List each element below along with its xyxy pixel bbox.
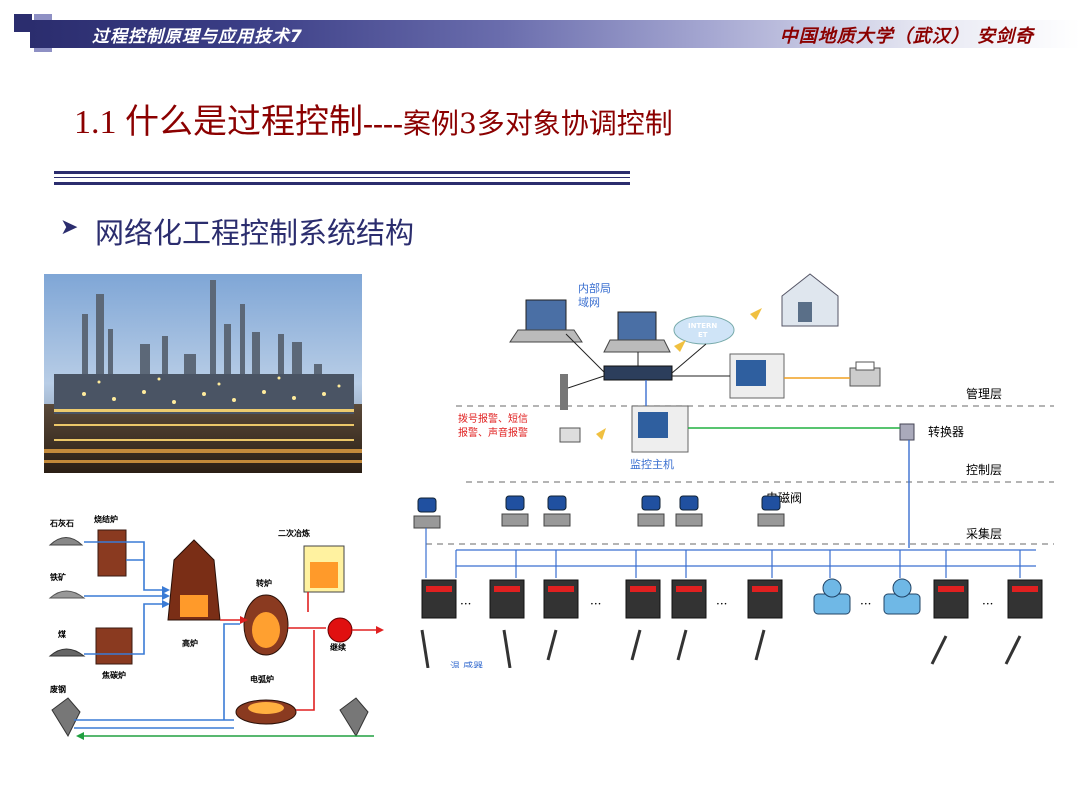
network-switch-icon xyxy=(603,365,673,381)
title-rule xyxy=(54,177,630,178)
control-layer-label: 控制层 xyxy=(966,463,1002,477)
monitor-host-icon xyxy=(631,405,689,453)
sinter-furnace-icon xyxy=(97,529,127,577)
laptop-icon xyxy=(603,311,671,353)
svg-text:ET: ET xyxy=(698,331,708,339)
limestone-pile-icon xyxy=(48,537,84,546)
bullet-arrow-icon: ➤ xyxy=(60,215,79,240)
house-icon xyxy=(781,273,839,327)
steel-process-diagram: .pl { font-family:"DejaVu Sans", sans-se… xyxy=(48,514,384,740)
monitor-host-label: 监控主机 xyxy=(630,457,674,471)
alarm-label-line2: 报警、声音报警 xyxy=(458,426,528,439)
printer-icon xyxy=(849,361,881,387)
continuous-casting-icon xyxy=(327,617,353,643)
coke-oven-icon xyxy=(95,627,133,665)
svg-text:INTERN: INTERN xyxy=(688,322,717,330)
converter-icon xyxy=(899,423,915,441)
title-number: 1.1 xyxy=(74,104,125,141)
iron-ore-label: 铁矿 xyxy=(50,572,66,582)
network-control-diagram: .nl { font-family:"DejaVu Serif", serif;… xyxy=(413,273,1054,668)
limestone-label: 石灰石 xyxy=(49,518,74,528)
lightning-icon xyxy=(596,428,606,440)
converter-label: 转炉 xyxy=(256,578,272,588)
sensor-cut-label: 温 感器 xyxy=(450,660,483,668)
lightning-icon xyxy=(674,340,686,352)
title-rule xyxy=(54,182,630,185)
lan-label-line2: 域网 xyxy=(578,296,600,309)
sinter-label: 烧结炉 xyxy=(94,514,118,524)
refinery-photo xyxy=(44,274,362,473)
scrap-icon xyxy=(339,697,369,738)
acquisition-layer-label: 采集层 xyxy=(966,526,1002,541)
ellipsis: ··· xyxy=(860,597,871,611)
coal-label: 煤 xyxy=(58,629,66,639)
scrap-label: 废钢 xyxy=(50,684,66,694)
scrap-icon xyxy=(51,697,81,738)
iron-ore-pile-icon xyxy=(48,590,86,599)
alarm-label-line1: 拨号报警、短信 xyxy=(458,412,528,425)
internet-cloud-icon: INTERN ET xyxy=(673,315,735,345)
author-affiliation: 中国地质大学（武汉） 安剑奇 xyxy=(779,26,1034,47)
secondary-refining-label: 二次冶炼 xyxy=(278,528,310,538)
course-title: 过程控制原理与应用技术7 xyxy=(92,27,303,47)
lightning-icon xyxy=(750,308,762,320)
ellipsis: ··· xyxy=(716,597,727,611)
title-rule xyxy=(54,171,630,174)
converter-label: 转换器 xyxy=(928,424,964,439)
valve-icon-row xyxy=(417,495,781,513)
controller-row xyxy=(421,579,1043,619)
ellipsis: ··· xyxy=(982,597,993,611)
bullet-text: 网络化工程控制系统结构 xyxy=(95,216,415,250)
blast-furnace-label: 高炉 xyxy=(182,638,198,648)
ellipsis: ··· xyxy=(460,597,471,611)
modem-antenna-icon xyxy=(560,374,568,410)
coke-oven-label: 焦碳炉 xyxy=(101,670,126,680)
phone-icon xyxy=(559,427,581,443)
lan-label-line1: 内部局 xyxy=(578,281,611,295)
flow-meter-icon xyxy=(813,578,921,615)
title-subtitle: 案例3多对象协调控制 xyxy=(402,107,673,140)
management-layer-label: 管理层 xyxy=(966,386,1002,401)
ellipsis: ··· xyxy=(590,597,601,611)
continuous-label: 继续 xyxy=(330,642,346,652)
electric-furnace-label: 电弧炉 xyxy=(250,674,274,684)
header-decor-square xyxy=(14,14,32,32)
coal-pile-icon xyxy=(48,648,86,657)
title-main: 什么是过程控制 xyxy=(125,102,363,142)
server-monitor-icon xyxy=(729,353,785,399)
title-separator: ---- xyxy=(363,107,403,140)
laptop-icon xyxy=(509,299,583,343)
slide-title: 1.1 什么是过程控制----案例3多对象协调控制 xyxy=(74,94,673,143)
sensor-probe-row xyxy=(420,629,1022,668)
header-band xyxy=(30,20,1080,48)
